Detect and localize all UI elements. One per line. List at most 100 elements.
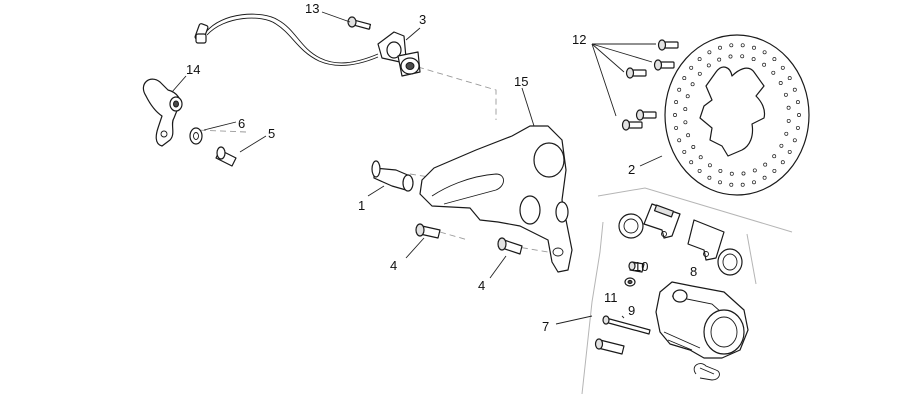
disc-hole xyxy=(728,54,733,59)
disc-hole xyxy=(786,118,791,123)
disc-hole xyxy=(707,175,712,180)
callout-12: 12 xyxy=(572,32,586,47)
disc-hole xyxy=(706,63,711,68)
disc-hole xyxy=(717,57,722,62)
caliper-assembly-frame xyxy=(581,221,757,395)
disc-hole xyxy=(784,131,789,136)
disc-hole xyxy=(698,155,703,160)
disc-hole xyxy=(797,113,801,117)
disc-hole xyxy=(690,82,695,87)
disc-hole xyxy=(683,120,688,125)
disc-hole xyxy=(707,50,712,55)
callout-4-right: 4 xyxy=(478,278,485,293)
disc-hole xyxy=(718,180,722,185)
disc-hole xyxy=(787,76,792,81)
disc-hole xyxy=(783,92,788,97)
disc-hole xyxy=(729,43,734,48)
disc-hole xyxy=(697,168,702,173)
disc-hole xyxy=(677,87,682,92)
brake-disc xyxy=(664,34,810,196)
callout-3: 3 xyxy=(419,12,426,27)
disc-hole xyxy=(729,182,734,187)
disc-hole xyxy=(792,87,797,92)
disc-hole xyxy=(686,133,691,138)
spring-clip xyxy=(693,363,720,381)
brake-pads xyxy=(618,203,743,276)
disc-hole xyxy=(697,57,702,62)
callout-8: 8 xyxy=(690,264,697,279)
callout-13: 13 xyxy=(305,1,319,16)
disc-hole xyxy=(795,100,800,105)
caliper-body xyxy=(655,281,749,359)
disc-hole xyxy=(718,168,723,173)
callout-15: 15 xyxy=(514,74,528,89)
callout-1: 1 xyxy=(358,198,365,213)
callout-11: 11 xyxy=(604,290,618,305)
disc-hole xyxy=(772,57,777,62)
disc-hole xyxy=(691,145,696,149)
disc-hole xyxy=(771,70,776,75)
disc-hole xyxy=(772,154,777,159)
bleed-cap xyxy=(624,277,636,287)
disc-screws xyxy=(621,39,679,131)
disc-hole xyxy=(779,143,784,148)
disc-hole xyxy=(707,163,712,168)
disc-hole xyxy=(762,175,767,180)
disc-hole xyxy=(740,182,745,187)
disc-hole xyxy=(677,138,682,143)
callout-4-left: 4 xyxy=(390,258,397,273)
disc-hole xyxy=(682,76,687,81)
disc-hole xyxy=(795,125,800,130)
bracket-stud xyxy=(371,160,414,192)
callout-9: 9 xyxy=(628,303,635,318)
disc-hole xyxy=(674,100,679,105)
disc-hole xyxy=(729,171,734,176)
disc-hole xyxy=(741,171,746,176)
disc-hole xyxy=(780,160,785,165)
disc-hole xyxy=(740,54,745,59)
callout-10: 10 xyxy=(634,259,648,274)
disc-hole xyxy=(689,160,694,165)
sensor-screw xyxy=(347,16,372,30)
disc-hole xyxy=(787,149,792,154)
abs-sensor xyxy=(377,31,421,77)
disc-hole xyxy=(751,57,756,62)
disc-hole xyxy=(792,138,797,143)
callout-5: 5 xyxy=(268,126,275,141)
disc-hole xyxy=(752,45,756,50)
disc-hole xyxy=(778,81,783,85)
disc-hole xyxy=(752,168,757,173)
disc-hole xyxy=(673,113,677,117)
callout-7: 7 xyxy=(542,319,549,334)
disc-hole xyxy=(763,162,768,167)
disc-assembly-frame xyxy=(597,187,793,233)
disc-hole xyxy=(740,43,745,48)
abs-sensor-cable xyxy=(194,13,379,66)
disc-hole xyxy=(786,105,791,110)
disc-hole xyxy=(685,94,690,99)
disc-hole xyxy=(718,45,722,50)
disc-hole xyxy=(674,125,679,130)
caliper-screw xyxy=(594,338,625,355)
callout-14: 14 xyxy=(186,62,200,77)
disc-hole xyxy=(762,62,767,67)
leader-lines xyxy=(171,11,663,325)
disc-hole xyxy=(682,149,687,154)
disc-hole xyxy=(752,180,756,185)
callout-2: 2 xyxy=(628,162,635,177)
cable-clamp xyxy=(142,78,183,147)
washer xyxy=(189,127,203,145)
bracket-bolt-left xyxy=(415,223,441,239)
disc-hole xyxy=(697,71,702,76)
disc-hole xyxy=(683,107,688,112)
pad-pin xyxy=(602,315,651,335)
caliper-bracket xyxy=(419,125,573,273)
bleed-valve xyxy=(628,261,645,273)
disc-hole xyxy=(689,65,694,70)
disc-hole xyxy=(780,65,785,70)
callout-labels: 13 3 12 14 15 6 5 2 1 10 8 4 4 11 9 7 xyxy=(186,1,697,334)
disc-hole xyxy=(772,168,777,173)
disc-hole xyxy=(762,50,767,55)
